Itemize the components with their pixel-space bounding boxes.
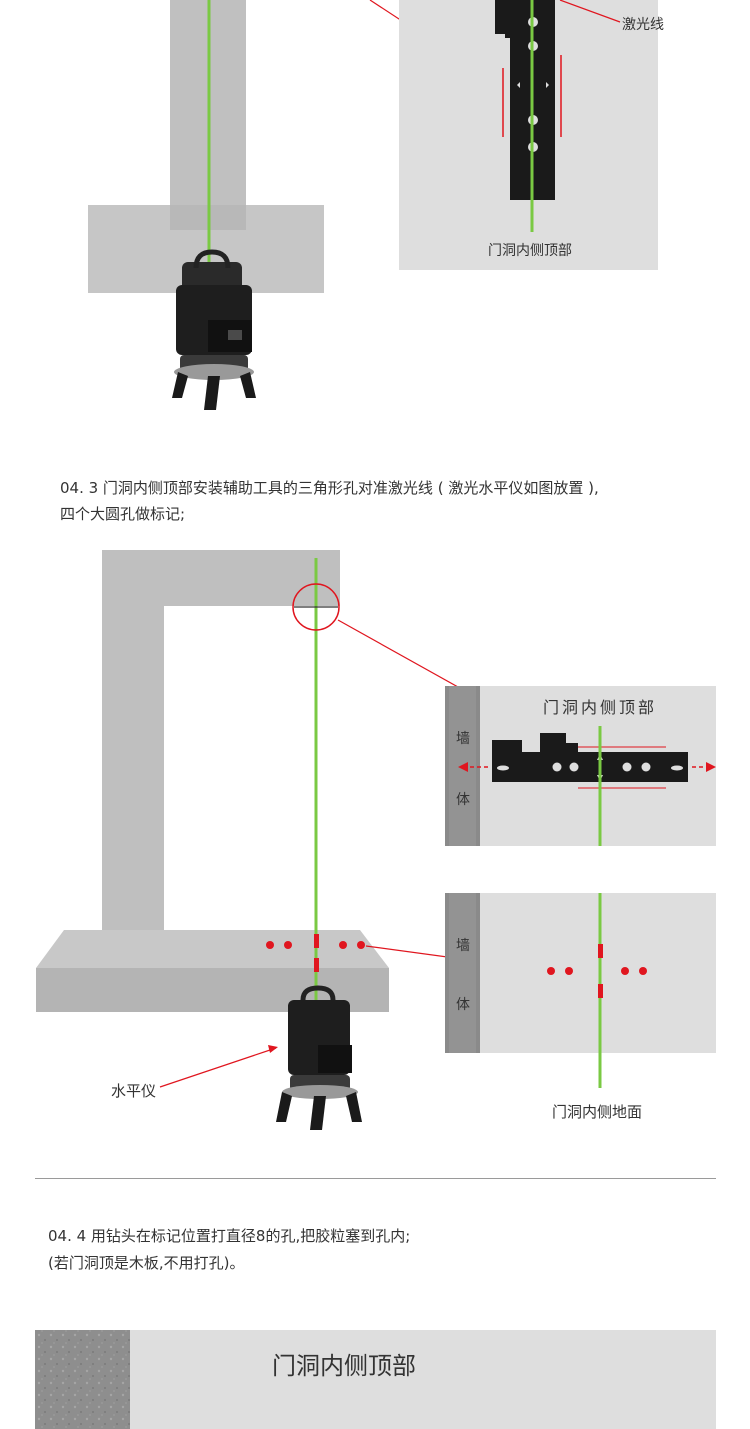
laser-line-label: 激光线 (622, 17, 664, 33)
figure2-illustration (36, 550, 716, 1130)
step-04-4-line2: (若门洞顶是木板,不用打孔)。 (48, 1254, 245, 1272)
laser-level-device (172, 249, 256, 410)
detail-panel-bottom (35, 1330, 716, 1429)
floor-platform (36, 930, 389, 968)
inner-top-label-fig1: 门洞内侧顶部 (488, 243, 572, 259)
inner-floor-label: 门洞内侧地面 (552, 1103, 643, 1121)
wall-strip-bottom (35, 1330, 130, 1429)
door-frame-side (102, 550, 164, 932)
highlight-circle (292, 583, 340, 631)
lower-detail-marks (547, 944, 647, 998)
figure1-illustration (88, 0, 658, 410)
floor-marks (266, 934, 365, 972)
wall-label-upper-top: 墙 (456, 731, 470, 747)
level-label: 水平仪 (111, 1082, 157, 1100)
inner-top-label-fig2: 门洞内侧顶部 (543, 698, 658, 717)
step-04-3-line1: 04. 3 门洞内侧顶部安装辅助工具的三角形孔对准激光线 ( 激光水平仪如图放置… (60, 479, 599, 497)
inner-top-label-fig3: 门洞内侧顶部 (272, 1352, 416, 1380)
wall-label-lower-top: 墙 (456, 938, 470, 954)
detail-panel-lower (445, 893, 716, 1053)
wall-label-upper-bottom: 体 (456, 792, 470, 808)
laser-level-device-2 (276, 985, 362, 1130)
wall-label-lower-bottom: 体 (456, 997, 470, 1013)
step-04-4-line1: 04. 4 用钻头在标记位置打直径8的孔,把胶粒塞到孔内; (48, 1227, 411, 1245)
section-divider (35, 1178, 716, 1179)
step-04-3-line2: 四个大圆孔做标记; (60, 505, 186, 523)
